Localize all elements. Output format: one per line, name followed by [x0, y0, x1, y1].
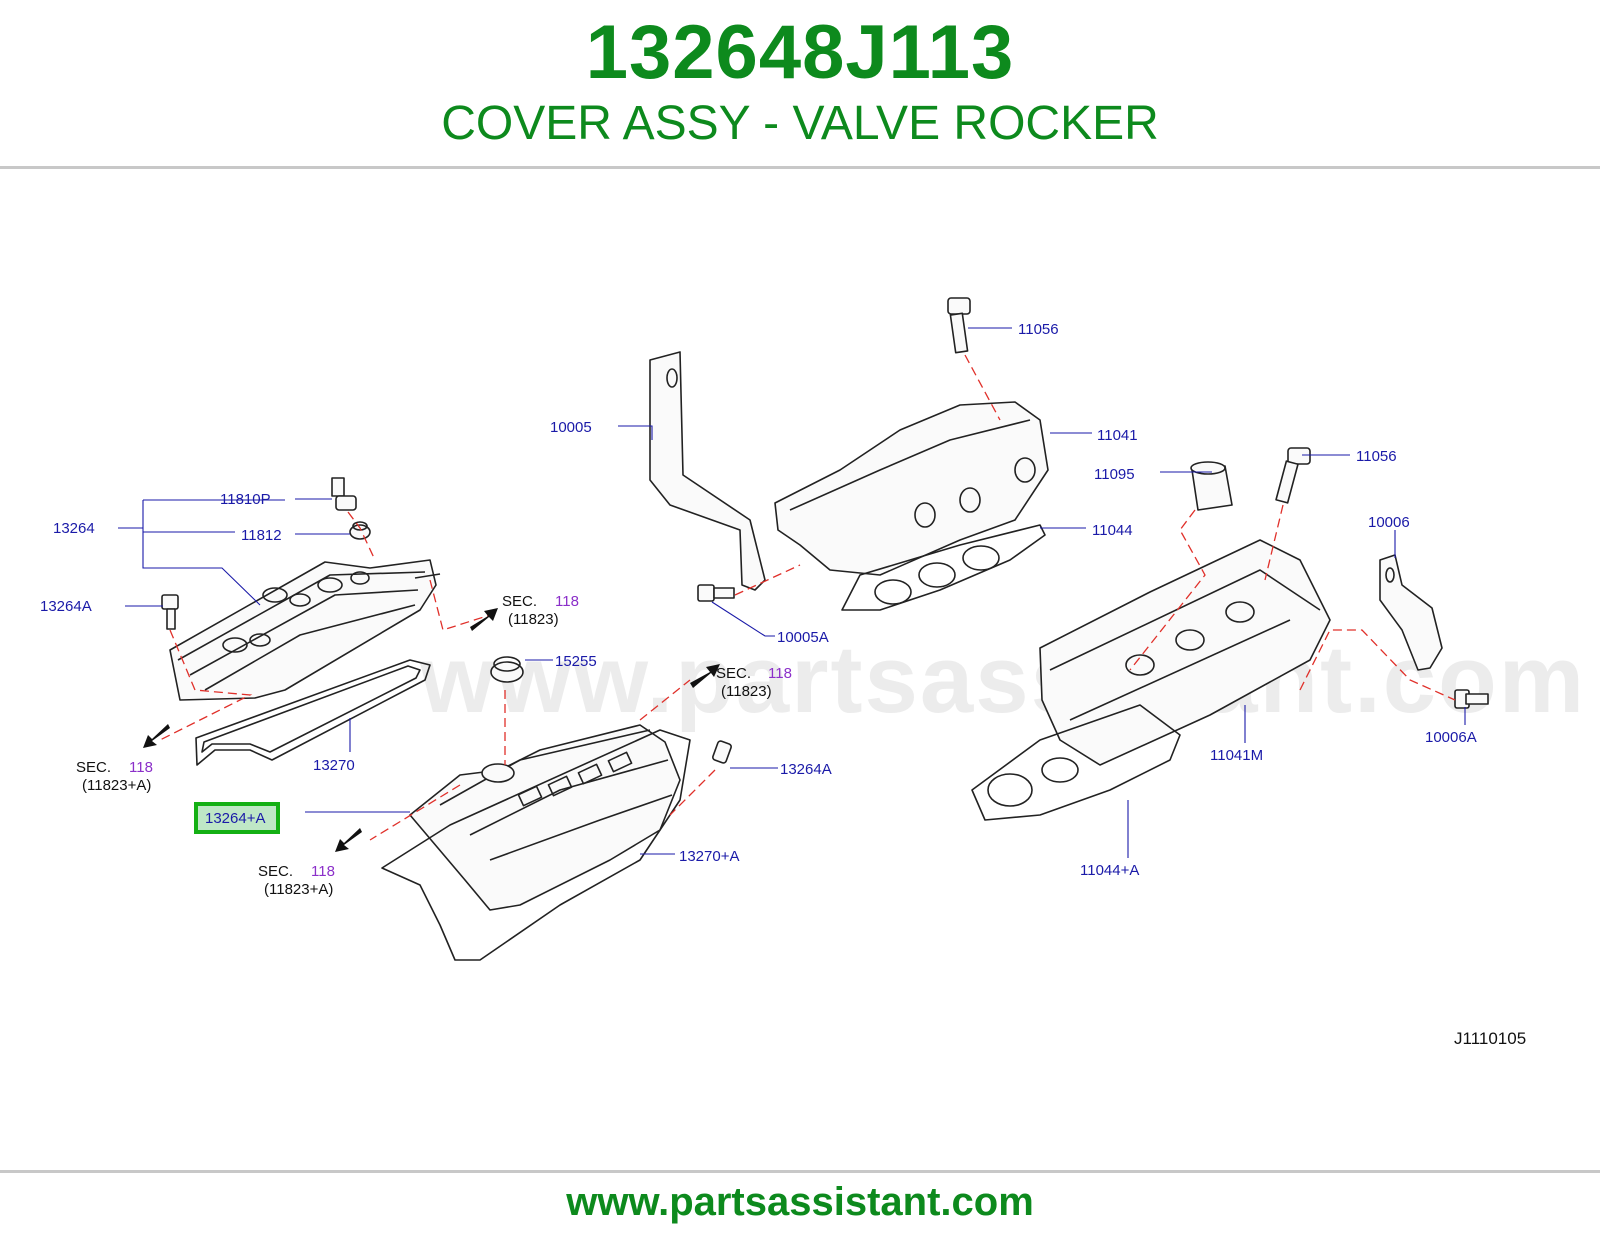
gasket-left[interactable] — [195, 659, 431, 766]
assembly-line — [1129, 509, 1206, 671]
label-10006a[interactable]: 10006A — [1425, 729, 1477, 746]
label-13264a-right[interactable]: 13264A — [780, 761, 832, 778]
dowel-11095[interactable] — [1190, 461, 1233, 511]
bracket-10005[interactable] — [649, 351, 766, 591]
svg-text:118: 118 — [311, 863, 335, 880]
label-13264a-highlighted[interactable]: 13264+A — [205, 810, 265, 827]
label-13270[interactable]: 13270 — [313, 757, 355, 774]
assembly-line — [429, 579, 491, 631]
highlight-box — [194, 802, 280, 834]
part-description: COVER ASSY - VALVE ROCKER — [441, 97, 1159, 150]
assembly-line — [1264, 504, 1284, 581]
label-11056-top[interactable]: 11056 — [1018, 321, 1059, 338]
rocker-cover-left[interactable] — [169, 559, 441, 701]
assembly-line — [734, 564, 801, 596]
label-10005[interactable]: 10005 — [550, 419, 592, 436]
label-11812[interactable]: 11812 — [241, 527, 282, 544]
watermark: www.partsassistant.com — [420, 626, 1587, 733]
label-10006[interactable]: 10006 — [1368, 514, 1410, 531]
arrow-icon — [143, 724, 170, 748]
label-11056-right[interactable]: 11056 — [1356, 448, 1397, 465]
assembly-line — [369, 784, 461, 841]
svg-text:SEC.: SEC. — [258, 863, 293, 880]
section-ref-4[interactable]: SEC. 118 (11823+A) — [258, 863, 335, 898]
label-11041m[interactable]: 11041M — [1210, 747, 1263, 764]
part-number: 132648J113 — [585, 10, 1015, 95]
bolt-11056-right-icon[interactable] — [1275, 447, 1311, 504]
assembly-line — [347, 511, 376, 561]
section-ref-1[interactable]: SEC. 118 (11823) — [502, 593, 579, 628]
svg-text:(11823+A): (11823+A) — [264, 881, 333, 898]
arrow-icon — [335, 828, 362, 852]
assembly-line — [964, 354, 1001, 421]
bolt-10006a-icon[interactable] — [1454, 689, 1489, 709]
cylinder-head-11041m[interactable] — [1039, 539, 1331, 766]
cylinder-head-11041[interactable] — [774, 401, 1049, 576]
head-gasket-11044[interactable] — [841, 524, 1046, 611]
svg-text:SEC.: SEC. — [716, 665, 751, 682]
svg-text:118: 118 — [555, 593, 579, 610]
assembly-line — [669, 769, 716, 816]
header-divider — [0, 166, 1600, 169]
pcv-valve-icon[interactable] — [331, 477, 357, 511]
assembly-line — [1299, 629, 1456, 701]
svg-text:118: 118 — [129, 759, 153, 776]
bolt-right-icon[interactable] — [712, 740, 732, 764]
bracket-10006[interactable] — [1379, 554, 1443, 671]
diagram-ref-code: J1110105 — [1454, 1029, 1526, 1048]
label-11044[interactable]: 11044 — [1092, 522, 1133, 539]
rocker-cover-lower[interactable] — [409, 724, 681, 911]
label-11095[interactable]: 11095 — [1094, 466, 1135, 483]
footer-url[interactable]: www.partsassistant.com — [566, 1180, 1034, 1224]
assembly-line — [639, 679, 691, 721]
label-13264a-left[interactable]: 13264A — [40, 598, 92, 615]
grommet-icon[interactable] — [349, 521, 371, 540]
svg-text:SEC.: SEC. — [502, 593, 537, 610]
svg-text:(11823): (11823) — [508, 611, 559, 628]
gasket-lower[interactable] — [381, 729, 691, 961]
arrow-icon — [470, 608, 498, 631]
label-13264[interactable]: 13264 — [53, 520, 95, 537]
svg-text:(11823): (11823) — [721, 683, 772, 700]
section-ref-3[interactable]: SEC. 118 (11823+A) — [76, 759, 153, 794]
label-11041[interactable]: 11041 — [1097, 427, 1138, 444]
oil-cap-icon[interactable] — [490, 656, 524, 683]
arrow-icon — [690, 664, 720, 688]
bolt-11056-top-icon[interactable] — [947, 297, 971, 354]
bolt-10005a-icon[interactable] — [697, 584, 735, 602]
svg-text:SEC.: SEC. — [76, 759, 111, 776]
label-11044a[interactable]: 11044+A — [1080, 862, 1139, 879]
assembly-line — [159, 629, 253, 741]
bolt-left-icon[interactable] — [161, 594, 179, 630]
label-10005a[interactable]: 10005A — [777, 629, 829, 646]
footer-divider — [0, 1170, 1600, 1173]
header: 132648J113 COVER ASSY - VALVE ROCKER — [0, 0, 1600, 168]
parts-diagram: 11056 10005 11041 11095 11056 11044 1000… — [40, 297, 1526, 1048]
section-ref-2[interactable]: SEC. 118 (11823) — [716, 665, 792, 700]
label-15255[interactable]: 15255 — [555, 653, 597, 670]
svg-text:118: 118 — [768, 665, 792, 682]
svg-text:(11823+A): (11823+A) — [82, 777, 151, 794]
label-13270a[interactable]: 13270+A — [679, 848, 739, 865]
head-gasket-11044a[interactable] — [971, 704, 1181, 821]
label-11810p[interactable]: 11810P — [220, 491, 271, 508]
